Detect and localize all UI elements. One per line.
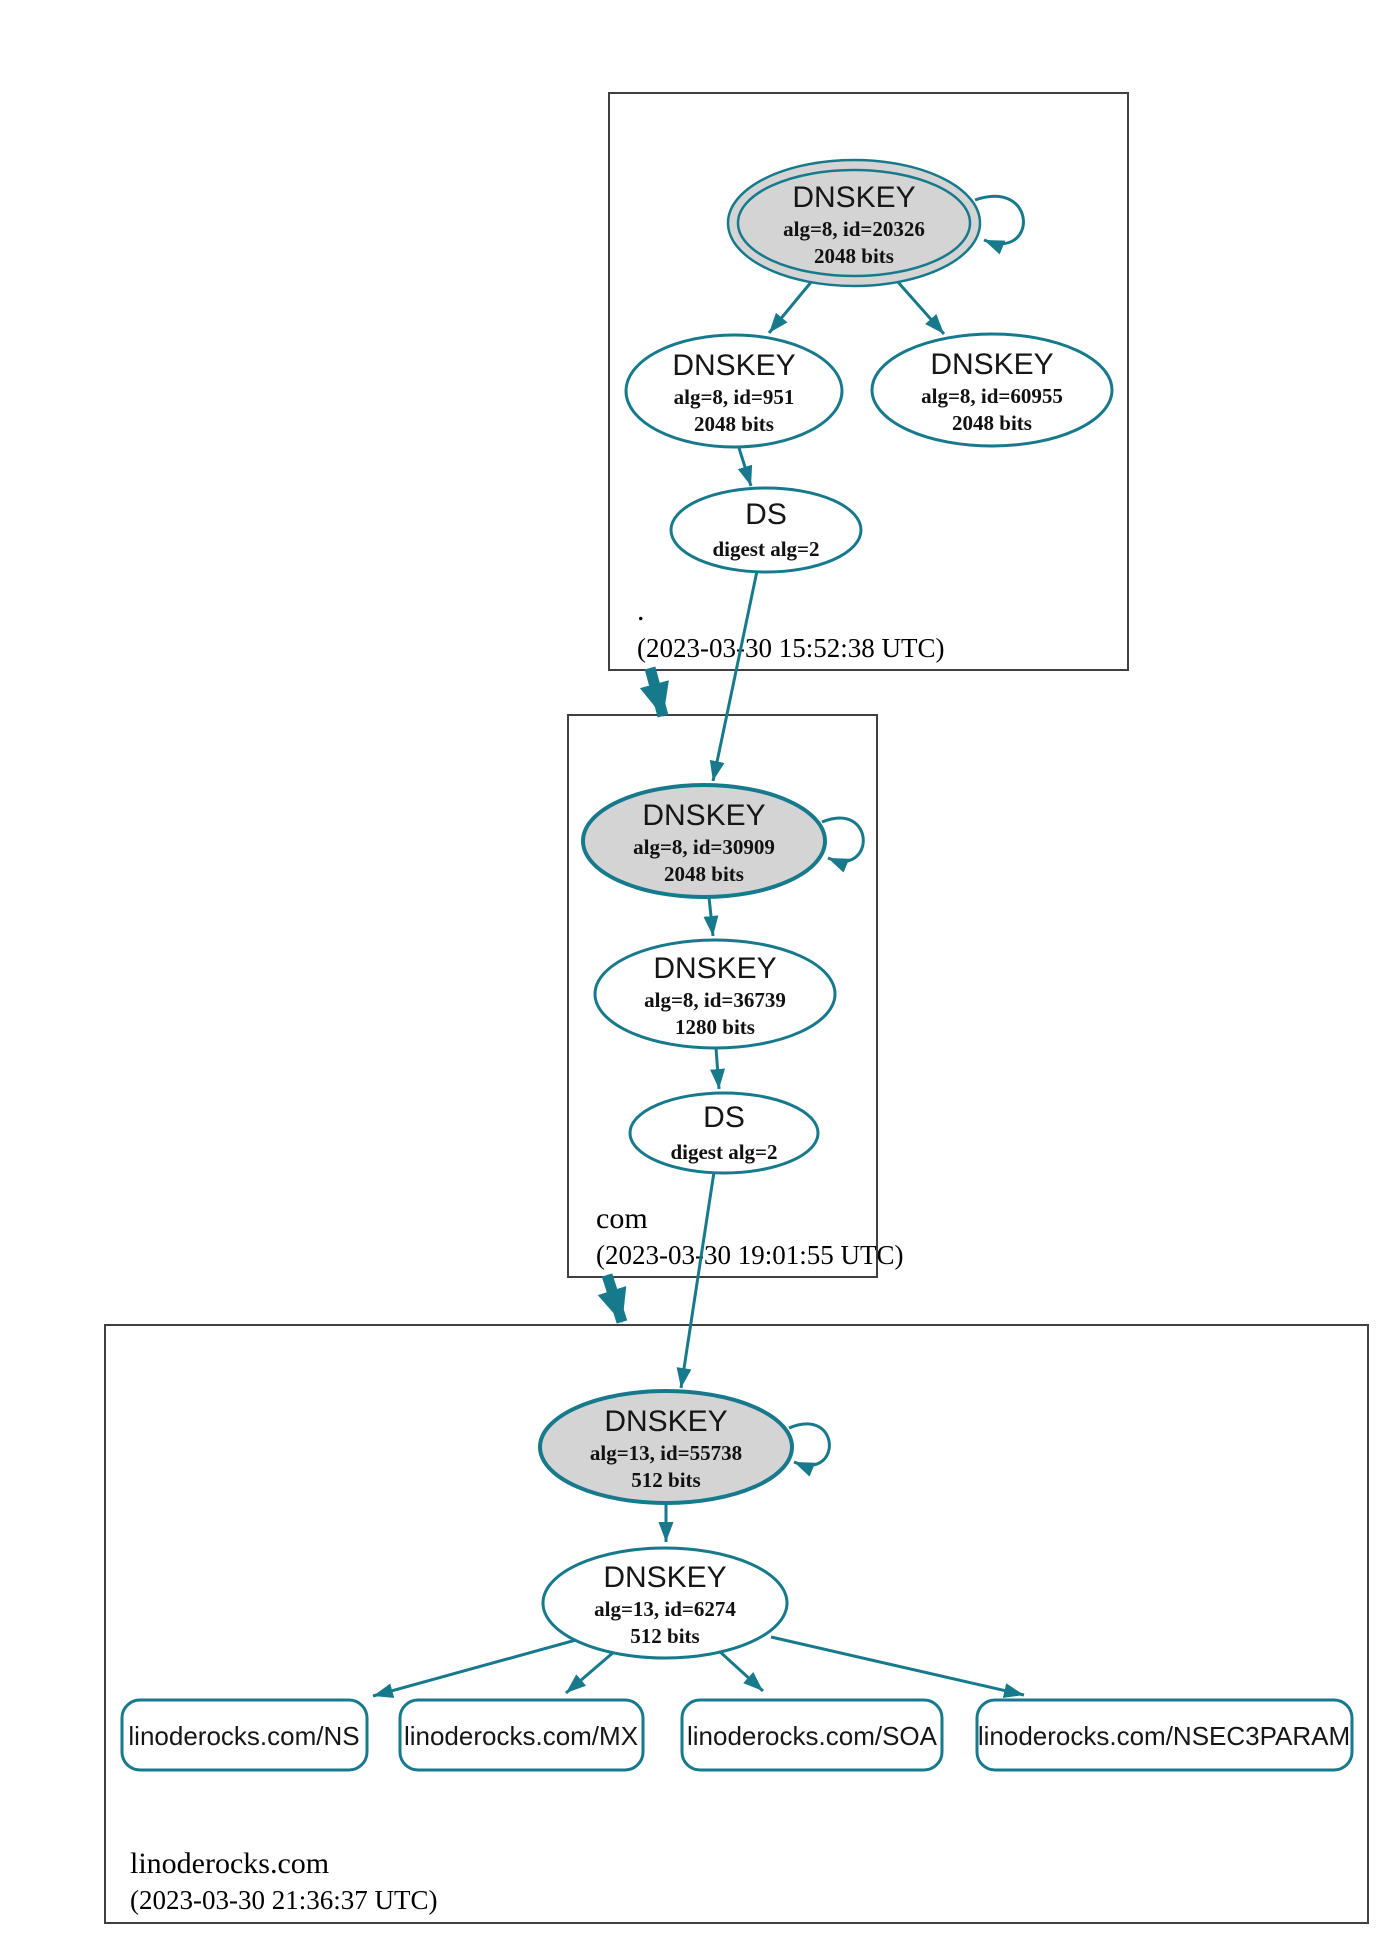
node-rrset-ns-box (120, 1698, 369, 1772)
rrset-label: linoderocks.com/NS (128, 1721, 359, 1751)
edge-root-ksk-selfloop (974, 194, 1025, 255)
node-detail: alg=13, id=6274 (594, 1597, 736, 1621)
zone-root-label: . (637, 594, 645, 627)
node-title: DNSKEY (604, 1405, 727, 1438)
node-rrset-ns[interactable]: linoderocks.com/NS (120, 1698, 369, 1772)
node-dnskey-30909-ellipse (581, 783, 827, 899)
edge-root-ds-to-com-ksk (709, 570, 759, 782)
node-dnskey-36739[interactable]: DNSKEY alg=8, id=36739 1280 bits (593, 938, 837, 1050)
edge-zsk6274-to-nsec3param (770, 1635, 1025, 1698)
node-rrset-mx-box (398, 1698, 645, 1772)
edges (372, 194, 1025, 1698)
node-rrset-nsec3param[interactable]: linoderocks.com/NSEC3PARAM (975, 1698, 1354, 1772)
node-dnskey-36739-ellipse (593, 938, 837, 1050)
rrset-label: linoderocks.com/MX (404, 1721, 638, 1751)
node-detail: alg=8, id=30909 (633, 835, 775, 859)
zone-root-timestamp: (2023-03-30 15:52:38 UTC) (637, 633, 944, 663)
edge-root-ksk-to-zsk60955 (895, 280, 946, 335)
rrset-label: linoderocks.com/NSEC3PARAM (978, 1721, 1350, 1751)
edge-linoderocks-ksk-selfloop (788, 1422, 831, 1477)
rrset-label: linoderocks.com/SOA (687, 1721, 938, 1751)
node-detail: alg=8, id=60955 (921, 384, 1063, 408)
edge-zsk6274-to-soa (716, 1648, 765, 1693)
node-detail: alg=8, id=36739 (644, 988, 786, 1012)
edge-delegation-root-to-com (639, 666, 669, 718)
edge-com-zsk-to-ds (710, 1047, 726, 1090)
zone-linoderocks-label: linoderocks.com (130, 1847, 329, 1880)
node-dnskey-6274[interactable]: DNSKEY alg=13, id=6274 512 bits (541, 1546, 789, 1660)
node-title: DNSKEY (653, 952, 776, 985)
node-dnskey-20326-inner-ellipse (736, 168, 972, 278)
zone-linoderocks-timestamp: (2023-03-30 21:36:37 UTC) (130, 1885, 437, 1915)
node-dnskey-951-ellipse (624, 333, 844, 449)
edge-zsk6274-to-mx (565, 1649, 616, 1695)
edge-com-ksk-to-zsk36739 (703, 896, 719, 937)
node-dnskey-55738[interactable]: DNSKEY alg=13, id=55738 512 bits (538, 1389, 794, 1505)
node-dnskey-30909[interactable]: DNSKEY alg=8, id=30909 2048 bits (581, 783, 827, 899)
node-detail: 1280 bits (675, 1015, 755, 1039)
node-dnskey-951[interactable]: DNSKEY alg=8, id=951 2048 bits (624, 333, 844, 449)
zone-com-label: com (596, 1202, 648, 1235)
node-rrset-nsec3param-box (975, 1698, 1354, 1772)
node-ds-com[interactable]: DS digest alg=2 (628, 1091, 820, 1175)
node-detail: 2048 bits (814, 244, 894, 268)
node-title: DS (703, 1101, 745, 1134)
edge-com-ksk-selfloop (821, 816, 865, 873)
node-title: DNSKEY (930, 348, 1053, 381)
zone-com-timestamp: (2023-03-30 19:01:55 UTC) (596, 1240, 903, 1270)
node-rrset-soa[interactable]: linoderocks.com/SOA (680, 1698, 944, 1772)
node-ds-root-ellipse (669, 486, 863, 574)
node-ds-root[interactable]: DS digest alg=2 (669, 486, 863, 574)
edge-com-ds-to-linoderocks-ksk (676, 1171, 716, 1389)
edge-root-ksk-to-zsk951 (767, 280, 814, 334)
node-detail: 2048 bits (694, 412, 774, 436)
node-dnskey-55738-ellipse (538, 1389, 794, 1505)
node-detail: digest alg=2 (670, 1140, 777, 1164)
node-detail: alg=8, id=951 (674, 385, 795, 409)
node-title: DNSKEY (603, 1561, 726, 1594)
node-dnskey-6274-ellipse (541, 1546, 789, 1660)
node-detail: 512 bits (631, 1468, 700, 1492)
node-dnskey-20326[interactable]: DNSKEY alg=8, id=20326 2048 bits (726, 158, 982, 288)
node-title: DS (745, 498, 787, 531)
edge-root-zsk951-to-ds (737, 447, 753, 487)
node-detail: 2048 bits (664, 862, 744, 886)
node-detail: alg=13, id=55738 (590, 1441, 742, 1465)
node-detail: 2048 bits (952, 411, 1032, 435)
node-rrset-mx[interactable]: linoderocks.com/MX (398, 1698, 645, 1772)
node-detail: 512 bits (630, 1624, 699, 1648)
edge-delegation-com-to-linoderocks (597, 1273, 628, 1324)
node-title: DNSKEY (642, 799, 765, 832)
node-detail: alg=8, id=20326 (783, 217, 925, 241)
edge-zsk6274-to-ns (372, 1638, 577, 1698)
node-dnskey-60955[interactable]: DNSKEY alg=8, id=60955 2048 bits (870, 332, 1114, 448)
node-title: DNSKEY (672, 349, 795, 382)
node-dnskey-60955-ellipse (870, 332, 1114, 448)
node-title: DNSKEY (792, 181, 915, 214)
node-ds-com-ellipse (628, 1091, 820, 1175)
node-rrset-soa-box (680, 1698, 944, 1772)
node-detail: digest alg=2 (712, 537, 819, 561)
